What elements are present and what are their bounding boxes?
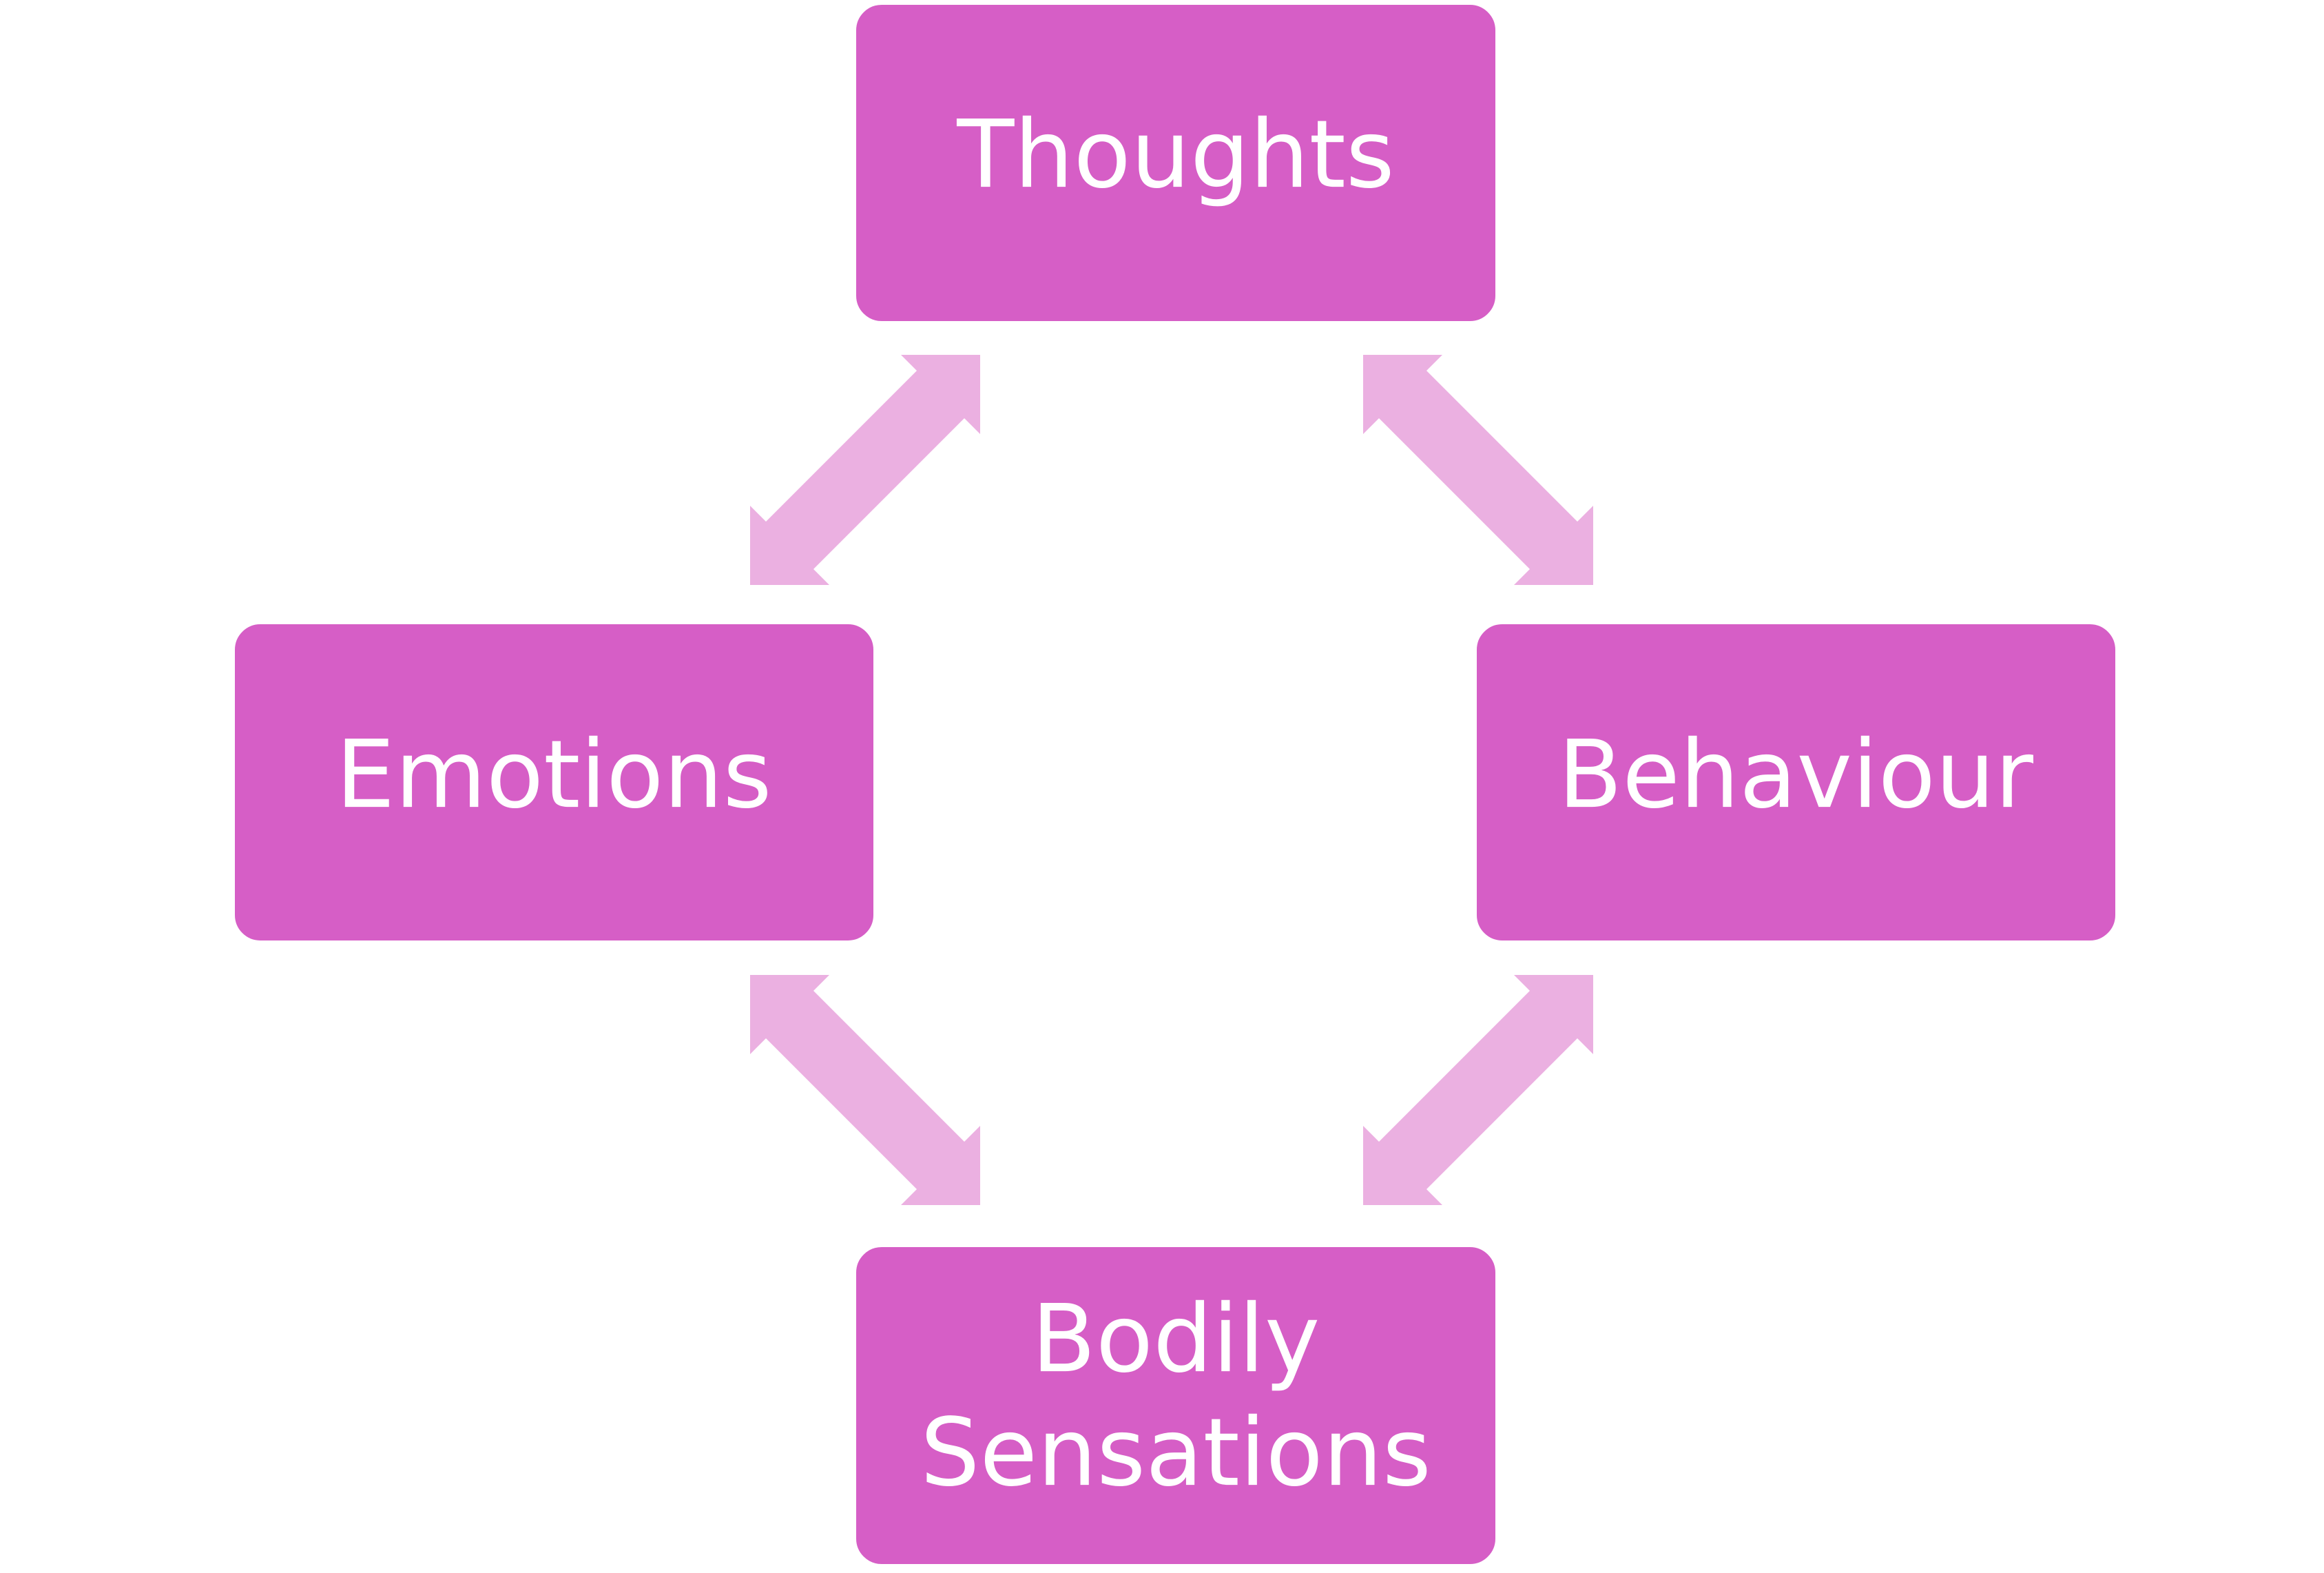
node-emotions: Emotions [231, 620, 878, 945]
node-emotions-box [231, 620, 878, 945]
node-bodily-sensations-label-line2: Sensations [920, 1399, 1431, 1508]
arrows [750, 355, 1593, 1205]
node-behaviour-label: Behaviour [1558, 721, 2033, 830]
node-behaviour: Behaviour [1473, 620, 2119, 945]
node-bodily-sensations: Bodily Sensations [852, 1243, 1500, 1568]
arrow-thoughts-behaviour [1363, 355, 1593, 585]
node-behaviour-box [1473, 620, 2119, 945]
arrow-behaviour-bodily-sensations [1363, 975, 1593, 1205]
node-bodily-sensations-box [852, 1243, 1500, 1568]
node-emotions-label: Emotions [336, 721, 772, 830]
arrow-emotions-bodily-sensations [750, 975, 980, 1205]
node-bodily-sensations-label-line1: Bodily [1032, 1285, 1320, 1394]
arrow-thoughts-emotions [750, 355, 980, 585]
node-thoughts-box [852, 1, 1500, 325]
node-thoughts-label: Thoughts [956, 101, 1394, 209]
node-thoughts: Thoughts [852, 1, 1500, 325]
